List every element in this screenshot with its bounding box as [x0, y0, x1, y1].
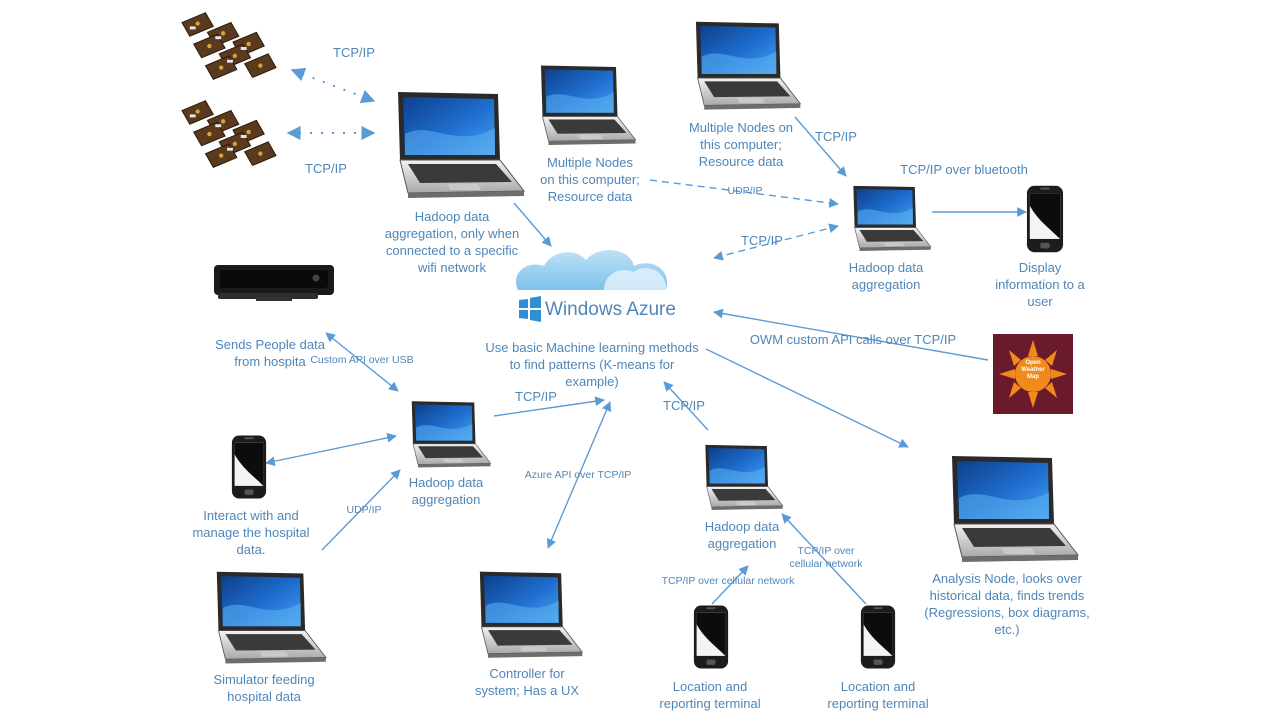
edge-label-tcp-left-azure: TCP/IP	[515, 389, 557, 404]
hadoop-bottom-label: Hadoop data aggregation	[704, 519, 780, 551]
hadoop-wifi-label: Hadoop data aggregation, only when conne…	[384, 209, 520, 275]
hadoop-right-label: Hadoop data aggregation	[848, 260, 924, 292]
location1-label: Location and reporting terminal	[659, 679, 761, 711]
laptop-analysis-icon	[951, 455, 1079, 563]
hadoop-left-label: Hadoop data aggregation	[408, 475, 484, 507]
openweathermap-logo-icon	[993, 334, 1073, 414]
edge-label-tcp-cellular-2: TCP/IP over cellular network	[789, 545, 863, 570]
laptop-hadoop-wifi-icon	[397, 91, 525, 199]
display-user-label: Display information to a user	[995, 260, 1085, 309]
phone-location2-icon	[860, 605, 896, 669]
windows-logo-icon	[519, 296, 541, 322]
edge-label-azure-api: Azure API over TCP/IP	[524, 469, 632, 481]
interact-manage-label: Interact with and manage the hospital da…	[192, 508, 310, 557]
edge-label-tcp-azure-right: TCP/IP	[741, 233, 783, 248]
edge-label-tcp-multi-top: TCP/IP	[815, 129, 857, 144]
sensor-boards-bottom-icon	[181, 100, 277, 168]
laptop-hadoop-left-icon	[411, 400, 491, 468]
phone-interact-icon	[231, 435, 267, 499]
analysis-node-label: Analysis Node, looks over historical dat…	[924, 571, 1090, 637]
laptop-hadoop-bottom-icon	[705, 444, 784, 511]
controller-label: Controller for system; Has a UX	[474, 666, 580, 698]
laptop-controller-icon	[479, 571, 583, 659]
kinect-sensor-icon	[214, 265, 334, 301]
multi-nodes-top-label: Multiple Nodes on this computer; Resourc…	[688, 120, 794, 169]
edge-label-tcp-top: TCP/IP	[333, 45, 375, 60]
edge-label-tcp-cellular-1: TCP/IP over cellular network	[661, 575, 795, 587]
edge-label-tcp-mid: TCP/IP	[305, 161, 347, 176]
edge-label-udp-left: UDP/IP	[346, 504, 382, 516]
edge-label-owm-api: OWM custom API calls over TCP/IP	[749, 332, 957, 347]
phone-display-icon	[1026, 185, 1064, 253]
edge-label-tcp-bottom-azure: TCP/IP	[663, 398, 705, 413]
laptop-multi-nodes-top-icon	[695, 21, 801, 111]
sends-people-label: Sends People data from hospita	[215, 337, 325, 369]
owm-logo-text: Open Weather Map	[1021, 360, 1045, 380]
azure-brand-label: Windows Azure	[545, 299, 676, 320]
edge-label-custom-usb: Custom API over USB	[310, 354, 414, 366]
edge-label-tcp-bluetooth: TCP/IP over bluetooth	[900, 162, 1028, 177]
location2-label: Location and reporting terminal	[827, 679, 929, 711]
phone-location1-icon	[693, 605, 729, 669]
sensor-boards-top-icon	[181, 12, 277, 80]
azure-cloud-icon	[516, 249, 668, 290]
laptop-hadoop-right-icon	[853, 185, 932, 252]
laptop-multi-nodes-center-icon	[540, 65, 636, 146]
laptop-simulator-icon	[216, 571, 327, 664]
ml-description-label: Use basic Machine learning methods to fi…	[485, 340, 699, 389]
simulator-label: Simulator feeding hospital data	[213, 672, 315, 704]
edge-label-udp-center: UDP/IP	[727, 185, 763, 197]
multi-nodes-center-label: Multiple Nodes on this computer; Resourc…	[540, 155, 640, 204]
